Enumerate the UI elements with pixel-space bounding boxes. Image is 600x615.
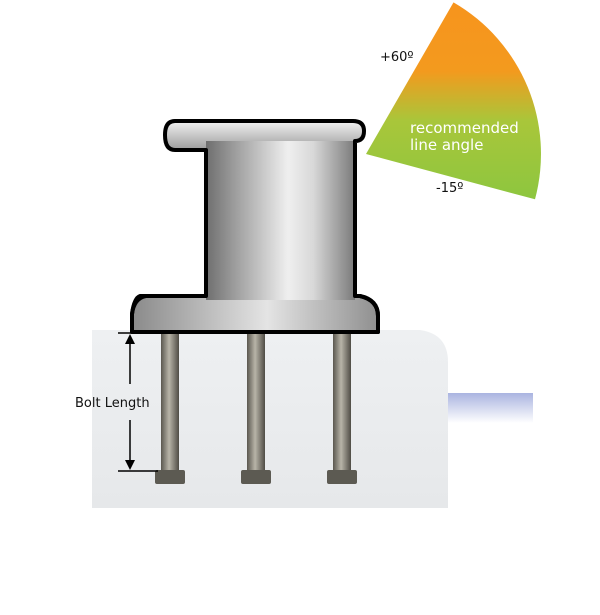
bolt-middle [241, 334, 271, 484]
bolt-length-label: Bolt Length [75, 396, 150, 411]
bollard-outline [130, 119, 380, 334]
bollard-cap [165, 121, 364, 150]
recommended-label-line-2: line angle [410, 136, 483, 154]
dimension-arrow-up [125, 334, 135, 344]
bolt-right [327, 334, 357, 484]
dimension-arrow-down [125, 460, 135, 470]
dock-block [92, 330, 448, 508]
angle-wedge [366, 2, 541, 200]
bolts [155, 334, 357, 484]
bolt-length-dimension: Bolt Length [75, 332, 158, 472]
angle-upper-label: +60º [380, 50, 414, 65]
bollard [130, 119, 380, 334]
bollard-base [130, 294, 380, 334]
angle-lower-label: -15º [436, 181, 463, 196]
bolt-left [155, 334, 185, 484]
bollard-barrel [206, 140, 355, 300]
water-surface [445, 393, 533, 423]
recommended-label-line-1: recommended [410, 119, 519, 137]
